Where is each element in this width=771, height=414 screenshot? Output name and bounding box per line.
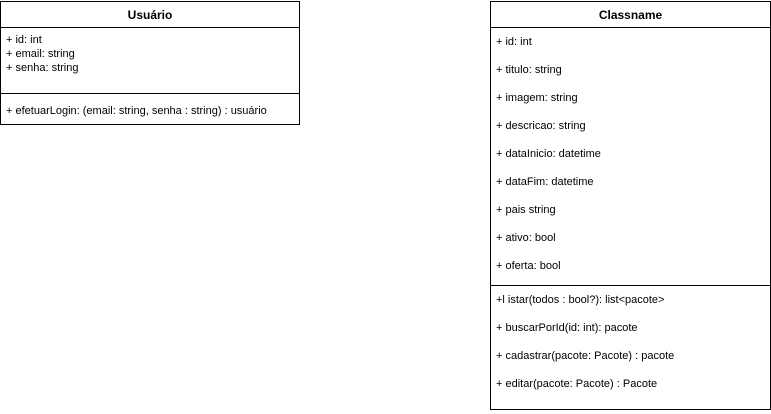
classname-class-name: Classname xyxy=(491,2,770,28)
usuario-attribute-email: + email: string xyxy=(6,48,75,60)
usuario-attribute-senha: + senha: string xyxy=(6,62,79,74)
usuario-attributes: + id: int + email: string + senha: strin… xyxy=(1,28,299,94)
classname-attribute-id: + id: int xyxy=(496,36,532,48)
classname-attribute-pais: + pais string xyxy=(496,204,556,216)
usuario-attribute-id: + id: int xyxy=(6,34,42,46)
classname-methods: +l istar(todos : bool?): list<pacote> + … xyxy=(491,286,770,398)
classname-attribute-oferta: + oferta: bool xyxy=(496,260,561,272)
usuario-class[interactable]: Usuário + id: int + email: string + senh… xyxy=(0,1,300,125)
classname-attribute-ativo: + ativo: bool xyxy=(496,232,556,244)
classname-attribute-descricao: + descricao: string xyxy=(496,120,586,132)
classname-method-cadastrar: + cadastrar(pacote: Pacote) : pacote xyxy=(496,350,675,362)
classname-attributes: + id: int + titulo: string + imagem: str… xyxy=(491,28,770,286)
classname-method-buscar-por-id: + buscarPorId(id: int): pacote xyxy=(496,322,638,334)
classname-class[interactable]: Classname + id: int + titulo: string + i… xyxy=(490,1,771,410)
usuario-method-efetuar-login: + efetuarLogin: (email: string, senha : … xyxy=(6,105,267,117)
classname-method-editar: + editar(pacote: Pacote) : Pacote xyxy=(496,378,658,390)
classname-attribute-titulo: + titulo: string xyxy=(496,64,562,76)
classname-attribute-data-inicio: + dataInicio: datetime xyxy=(496,148,601,160)
usuario-class-name: Usuário xyxy=(1,2,299,28)
classname-attribute-imagem: + imagem: string xyxy=(496,92,578,104)
classname-attribute-data-fim: + dataFim: datetime xyxy=(496,176,594,188)
usuario-methods: + efetuarLogin: (email: string, senha : … xyxy=(1,94,299,118)
classname-method-listar: +l istar(todos : bool?): list<pacote> xyxy=(496,294,665,306)
